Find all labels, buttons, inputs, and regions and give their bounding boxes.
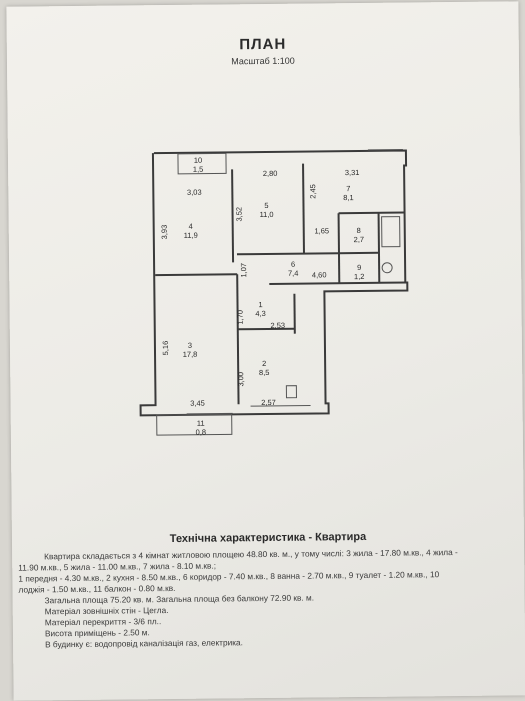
dimension-label: 2,80	[263, 169, 278, 178]
room-area: 7,4	[288, 269, 299, 278]
room-number: 5	[264, 201, 268, 210]
room-area: 8,5	[259, 368, 270, 377]
room-area: 17,8	[183, 350, 198, 359]
interior-wall	[339, 213, 405, 214]
interior-wall	[269, 283, 407, 284]
room-number: 7	[346, 184, 350, 193]
toilet-icon	[382, 263, 392, 273]
interior-wall	[232, 169, 233, 262]
dimension-label: 1,07	[239, 263, 248, 278]
room-number: 2	[262, 359, 266, 368]
window-mark	[251, 406, 311, 407]
interior-wall	[237, 253, 339, 254]
room-number: 11	[197, 419, 205, 428]
interior-wall	[339, 213, 340, 283]
dimension-label: 2,45	[308, 184, 317, 199]
stove-icon	[286, 386, 296, 398]
room-area: 8,1	[343, 193, 354, 202]
document-sheet: ПЛАН Масштаб 1:100 10 1,5 5 11,0	[6, 1, 525, 700]
room-area: 2,7	[354, 235, 365, 244]
room-area: 11,0	[260, 210, 274, 219]
dimension-label: 1,65	[314, 226, 329, 235]
room-number: 6	[291, 260, 295, 269]
interior-wall	[303, 164, 304, 254]
room-area: 11,9	[184, 231, 198, 240]
interior-wall	[238, 329, 295, 330]
dimension-label: 3,03	[187, 188, 202, 197]
interior-wall	[379, 213, 380, 283]
room-area: 1,2	[354, 272, 365, 281]
dimension-label: 3,52	[234, 207, 243, 222]
room-number: 1	[258, 300, 262, 309]
tech-spec-text: Квартира складається з 4 кімнат житловою…	[18, 546, 519, 650]
interior-wall	[155, 274, 237, 275]
room-number: 8	[357, 226, 361, 235]
dimension-label: 2,53	[270, 321, 285, 330]
dimension-label: 4,60	[312, 270, 327, 279]
dimension-label: 2,57	[261, 398, 276, 407]
room-area: 1,5	[193, 165, 204, 174]
dimension-label: 3,00	[236, 372, 245, 387]
room-area: 0,8	[196, 428, 207, 437]
bathtub-icon	[382, 217, 400, 247]
room-number: 9	[357, 263, 361, 272]
room-number: 10	[194, 156, 202, 165]
dimension-label: 3,93	[160, 225, 169, 240]
dimension-label: 1,70	[236, 310, 245, 325]
room-number: 4	[189, 222, 193, 231]
room-area: 4,3	[255, 309, 266, 318]
dimension-label: 5,16	[161, 341, 170, 356]
balcony-outline	[157, 414, 232, 435]
room-number: 3	[188, 341, 192, 350]
dimension-label: 3,45	[190, 399, 205, 408]
dimension-label: 3,31	[345, 168, 360, 177]
